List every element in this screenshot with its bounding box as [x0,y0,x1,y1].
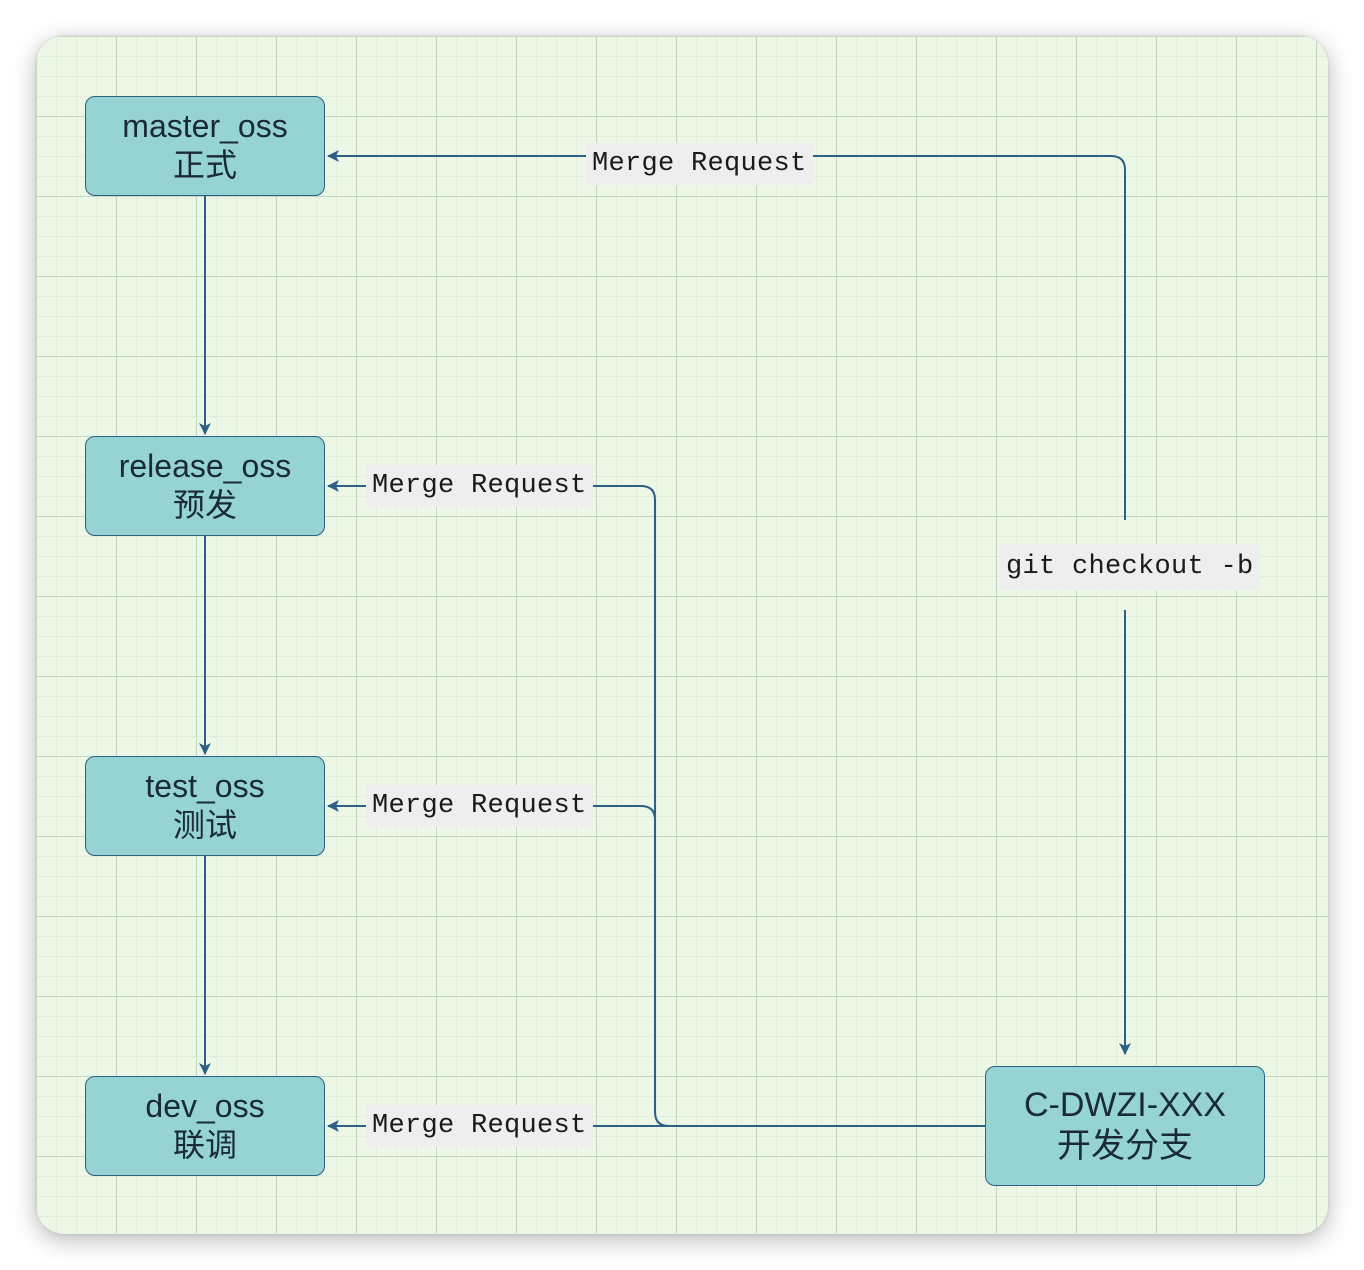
node-master-name: master_oss [122,107,288,144]
node-master-oss[interactable]: master_oss 正式 [85,96,325,196]
node-test-oss[interactable]: test_oss 测试 [85,756,325,856]
node-feature-desc: 开发分支 [1057,1127,1193,1165]
label-merge-to-master: Merge Request [586,143,813,185]
node-release-oss[interactable]: release_oss 预发 [85,436,325,536]
node-feature-name: C-DWZI-XXX [1023,1085,1227,1124]
node-test-desc: 测试 [172,807,237,843]
edge-merge-to-test [327,800,656,821]
node-dev-oss[interactable]: dev_oss 联调 [85,1076,325,1176]
node-test-name: test_oss [145,767,265,804]
node-dev-name: dev_oss [145,1087,265,1124]
label-merge-to-test: Merge Request [366,785,593,827]
label-merge-to-release: Merge Request [366,465,593,507]
label-merge-to-dev: Merge Request [366,1105,593,1147]
edge-bus-vertical [327,480,670,1127]
edge-merge-to-master [327,150,1126,520]
node-dev-desc: 联调 [172,1127,237,1163]
node-release-name: release_oss [118,447,292,484]
label-git-checkout: git checkout -b [1000,544,1260,590]
node-release-desc: 预发 [172,487,237,523]
diagram-canvas [36,36,1328,1234]
node-master-desc: 正式 [172,147,237,183]
node-feature-branch[interactable]: C-DWZI-XXX 开发分支 [985,1066,1265,1186]
